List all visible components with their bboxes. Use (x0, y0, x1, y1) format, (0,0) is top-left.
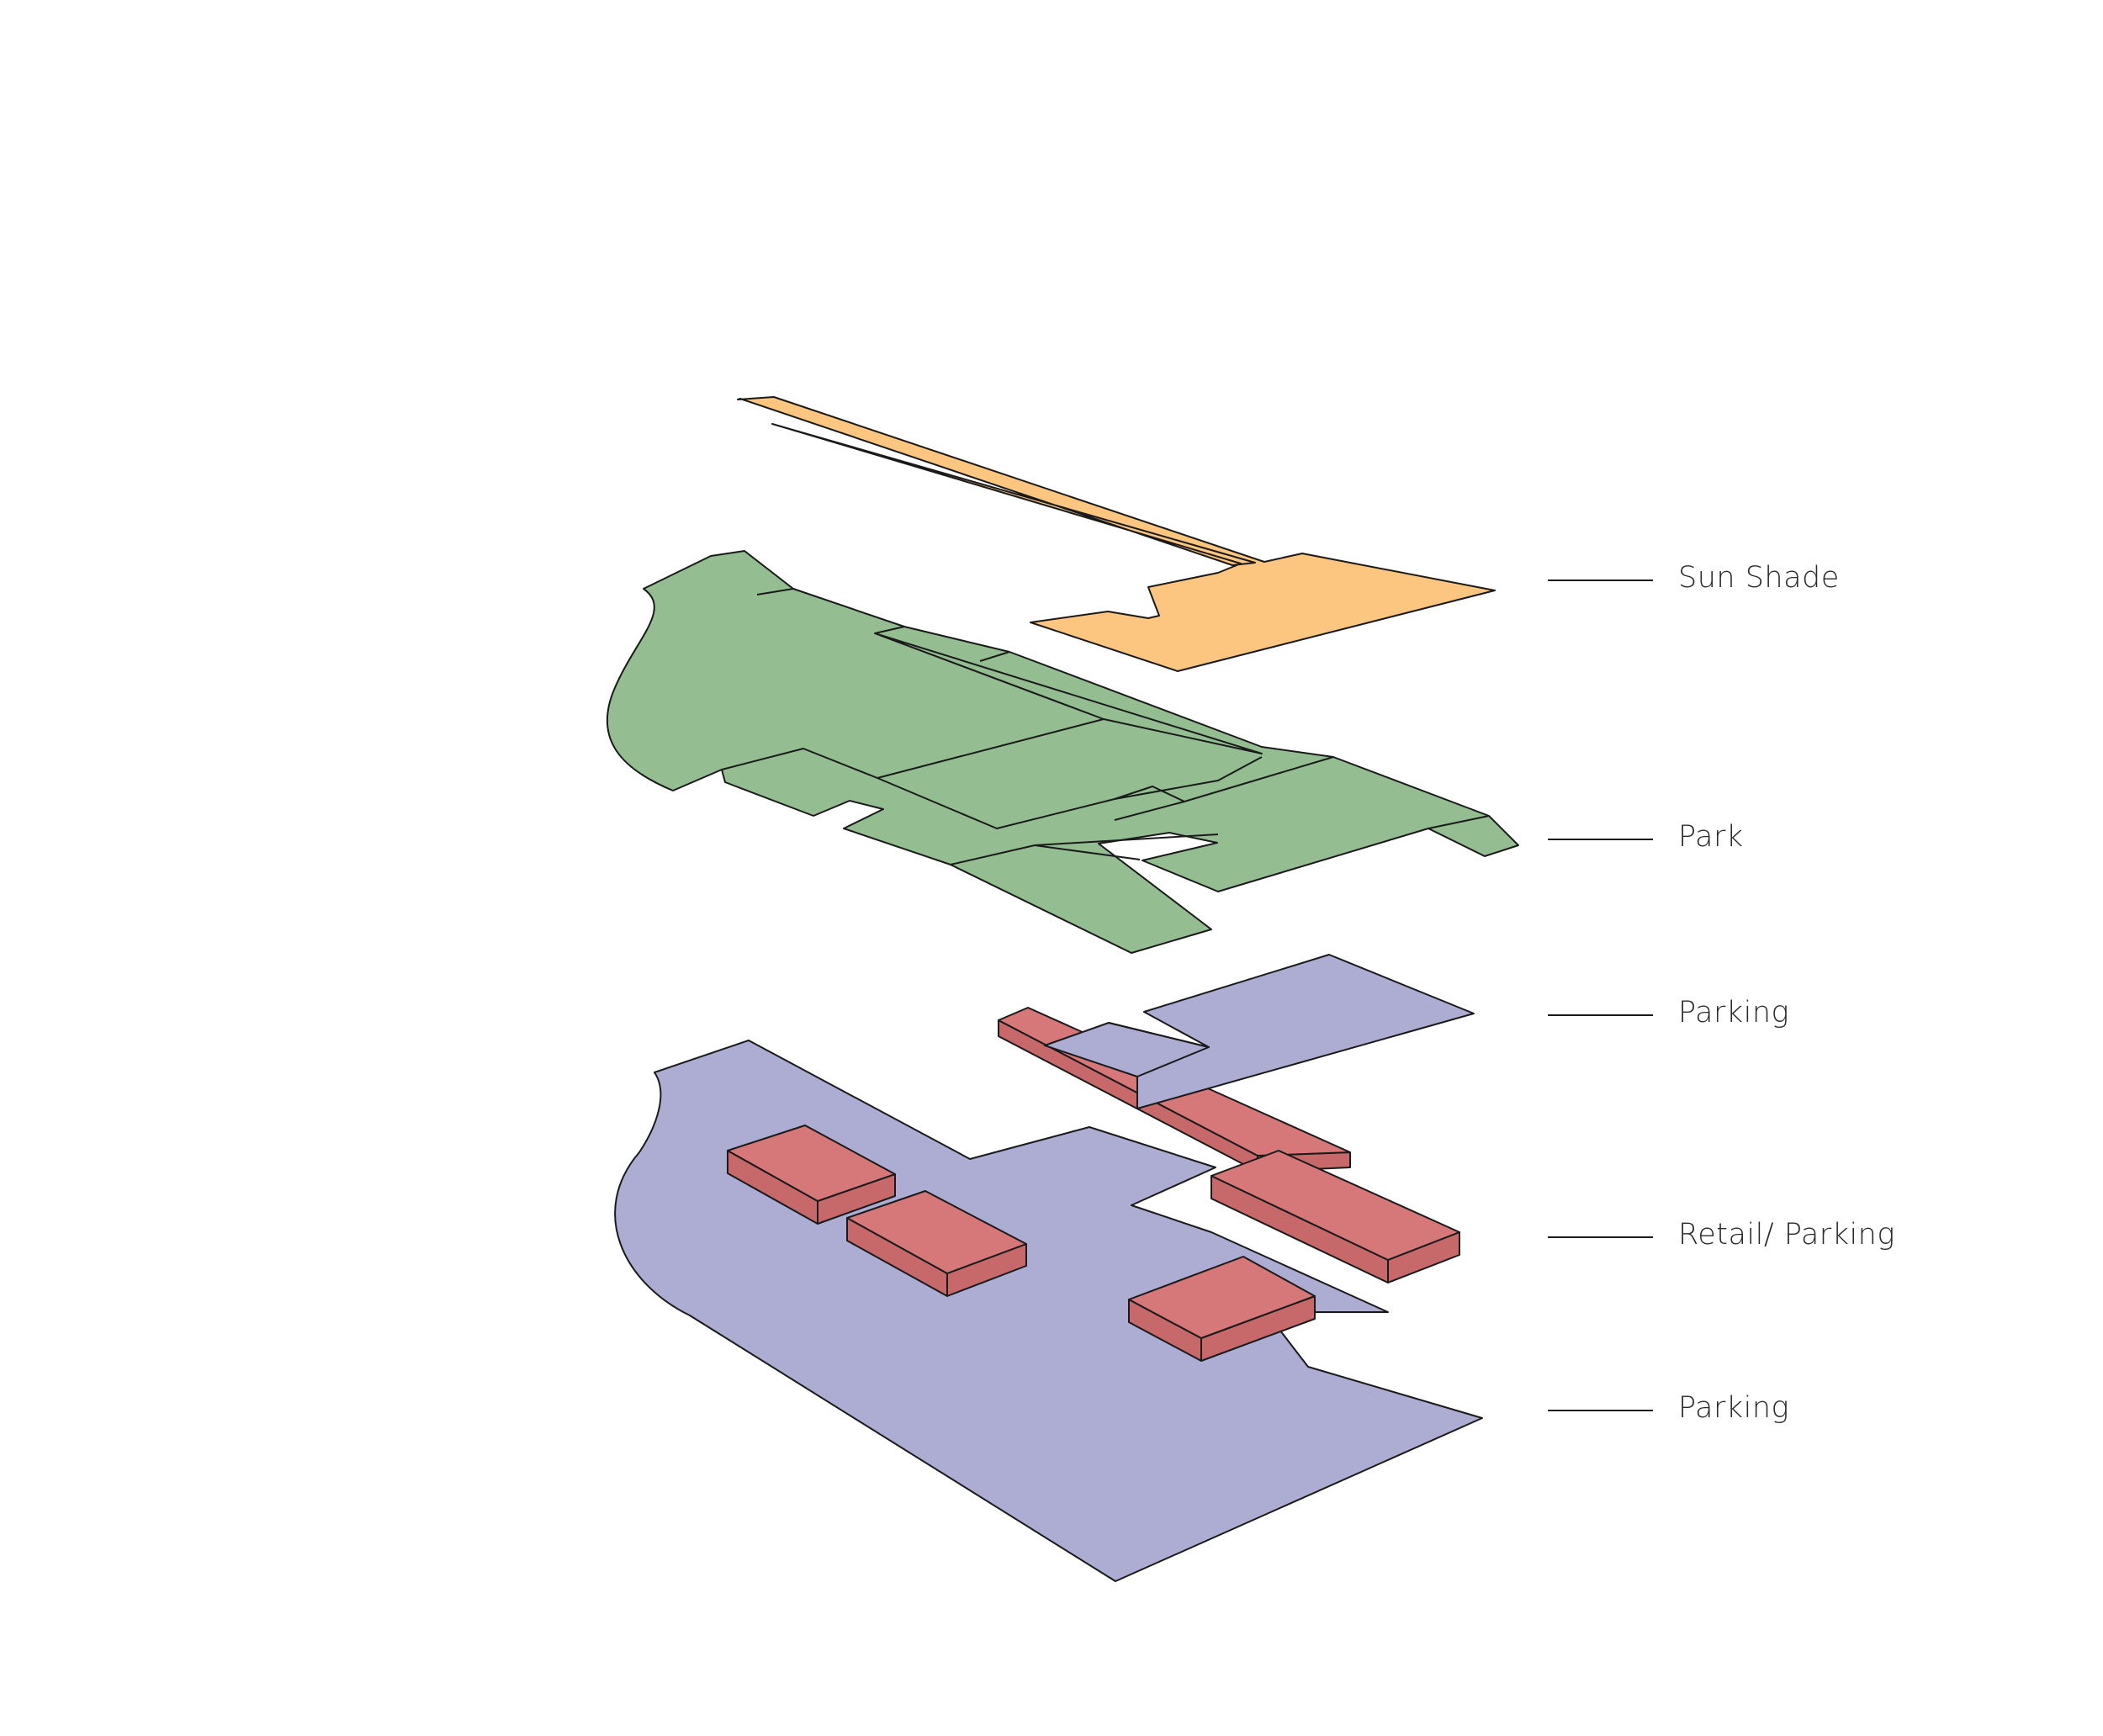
label-parking-upper: Parking (1678, 996, 1789, 1029)
layer-parking-upper (1044, 954, 1475, 1109)
layer-parking-lower (614, 1040, 1483, 1582)
retail-block-1 (727, 1125, 896, 1225)
label-sun-shade: Sun Shade (1678, 561, 1840, 595)
layer-park (606, 550, 1519, 954)
label-park: Park (1678, 820, 1744, 854)
sun-shade-slab (737, 396, 1496, 672)
label-retail-parking: Retail/ Parking (1678, 1218, 1895, 1252)
label-parking-lower: Parking (1678, 1391, 1789, 1425)
park-slab (606, 550, 1519, 954)
retail-block-2 (846, 1190, 1027, 1297)
legend-labels: Sun Shade Park Parking Retail/ Parking P… (1548, 561, 1895, 1425)
parking-lower-slab (614, 1040, 1483, 1582)
layer-sun-shade (737, 396, 1496, 672)
retail-block-3 (1210, 1150, 1460, 1283)
retail-block-4 (1128, 1256, 1316, 1362)
